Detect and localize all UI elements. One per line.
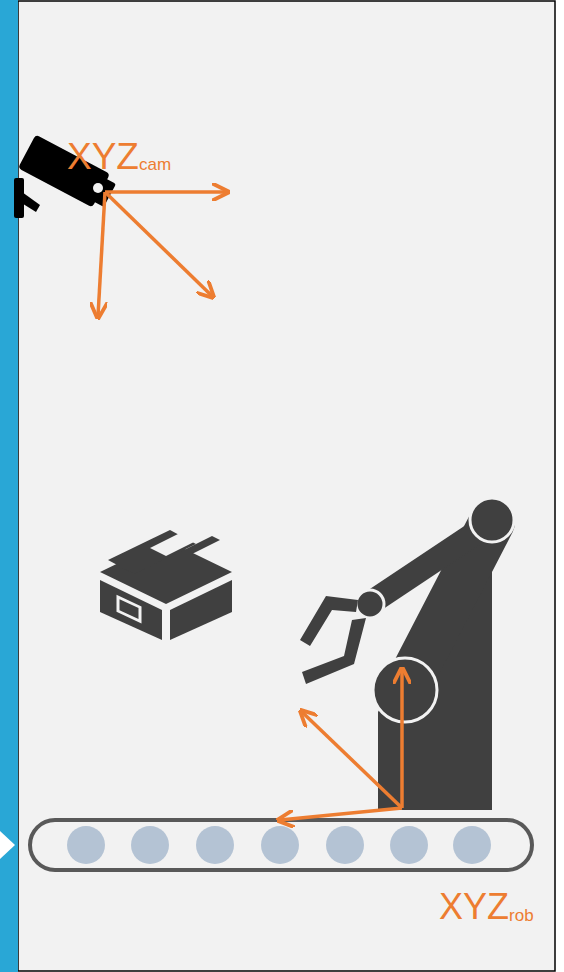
package-icon bbox=[100, 524, 232, 640]
camera-axes bbox=[98, 192, 226, 316]
frame-subscript: cam bbox=[139, 156, 171, 173]
frame-label: XYZ bbox=[439, 889, 509, 925]
robot-arm bbox=[300, 498, 514, 810]
panel bbox=[18, 1, 555, 971]
robot-axes bbox=[280, 670, 402, 820]
frame-label: XYZ bbox=[67, 138, 139, 175]
conveyor-belt bbox=[30, 820, 532, 870]
frame-subscript: rob bbox=[509, 907, 534, 924]
pointer-triangle bbox=[0, 831, 15, 859]
side-strip bbox=[0, 0, 18, 972]
